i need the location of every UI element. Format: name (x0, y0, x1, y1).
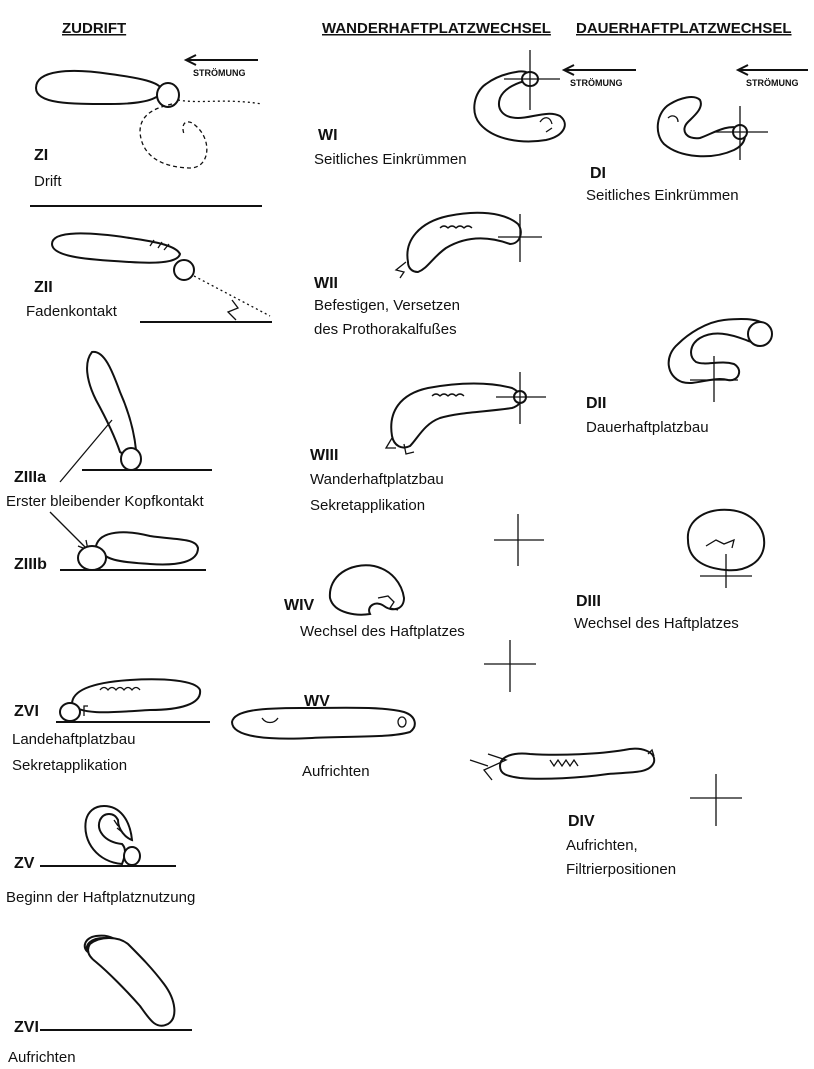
current-label-dauer: STRÖMUNG (746, 78, 799, 88)
label-d2-code: DII (586, 395, 606, 412)
larva-z5-site-use (40, 806, 176, 866)
label-w2-text-2: des Prothorakalfußes (314, 321, 457, 338)
label-w2-text-1: Befestigen, Versetzen (314, 297, 460, 314)
label-z2-text: Fadenkontakt (26, 303, 118, 320)
label-d3-text: Wechsel des Haftplatzes (574, 615, 739, 632)
header-dauerhaftplatzwechsel: DAUERHAFTPLATZWECHSEL (576, 20, 792, 37)
label-w3-code: WIII (310, 447, 338, 464)
label-z4-code: ZVI (14, 703, 39, 720)
label-w3-text-2: Sekretapplikation (310, 497, 425, 514)
label-d1-text: Seitliches Einkrümmen (586, 187, 739, 204)
attachment-cross-1 (494, 514, 544, 566)
current-arrow-wander: STRÖMUNG (564, 65, 636, 88)
larva-z1-drift (36, 71, 262, 168)
larva-w4-site-change (330, 565, 404, 614)
label-z3-text: Erster bleibender Kopfkontakt (6, 493, 204, 510)
header-zudrift: ZUDRIFT (62, 20, 126, 37)
attachment-cross-3 (690, 774, 742, 826)
label-w5-text: Aufrichten (302, 763, 370, 780)
label-z3b-code: ZIIIb (14, 556, 47, 573)
label-d2-text: Dauerhaftplatzbau (586, 419, 709, 436)
label-z5-text: Beginn der Haftplatznutzung (6, 889, 195, 906)
label-w3-text-1: Wanderhaftplatzbau (310, 471, 444, 488)
larva-w1-curving (474, 50, 564, 141)
label-w1-code: WI (318, 127, 338, 144)
larva-z3a-first-contact (60, 352, 212, 482)
current-label-zudrift: STRÖMUNG (193, 68, 246, 78)
larva-z4-landing-site (56, 679, 210, 722)
label-z4-text-1: Landehaftplatzbau (12, 731, 135, 748)
label-z5-code: ZV (14, 855, 35, 872)
larva-d3-site-change (688, 510, 764, 588)
label-z1-code: ZI (34, 147, 48, 164)
larva-z3b-contact (50, 512, 206, 570)
label-w4-code: WIV (284, 597, 315, 614)
current-label-wander: STRÖMUNG (570, 78, 623, 88)
current-arrow-dauer: STRÖMUNG (738, 65, 808, 88)
label-d4-text-1: Aufrichten, (566, 837, 638, 854)
larva-w5-uprighting (232, 708, 415, 739)
larva-d2-permanent-site (669, 319, 772, 402)
larva-w3-wander-site (386, 372, 546, 454)
larva-d4-filter-position (470, 749, 654, 780)
larva-d1-curving (658, 97, 768, 160)
label-d1-code: DI (590, 165, 606, 182)
label-z3a-code: ZIIIa (14, 469, 46, 486)
label-z6-code: ZVI (14, 1019, 39, 1036)
larva-z6-uprighting (40, 936, 192, 1030)
label-d4-text-2: Filtrierpositionen (566, 861, 676, 878)
label-w1-text: Seitliches Einkrümmen (314, 151, 467, 168)
header-wanderhaftplatzwechsel: WANDERHAFTPLATZWECHSEL (322, 20, 551, 37)
label-z2-code: ZII (34, 279, 53, 296)
label-z4-text-2: Sekretapplikation (12, 757, 127, 774)
label-d4-code: DIV (568, 813, 595, 830)
label-d3-code: DIII (576, 593, 601, 610)
label-w4-text: Wechsel des Haftplatzes (300, 623, 465, 640)
attachment-cross-2 (484, 640, 536, 692)
label-w2-code: WII (314, 275, 338, 292)
larva-w2-attach (396, 213, 542, 278)
label-z1-text: Drift (34, 173, 62, 190)
current-arrow-zudrift: STRÖMUNG (186, 55, 258, 78)
label-z6-text: Aufrichten (8, 1049, 76, 1066)
